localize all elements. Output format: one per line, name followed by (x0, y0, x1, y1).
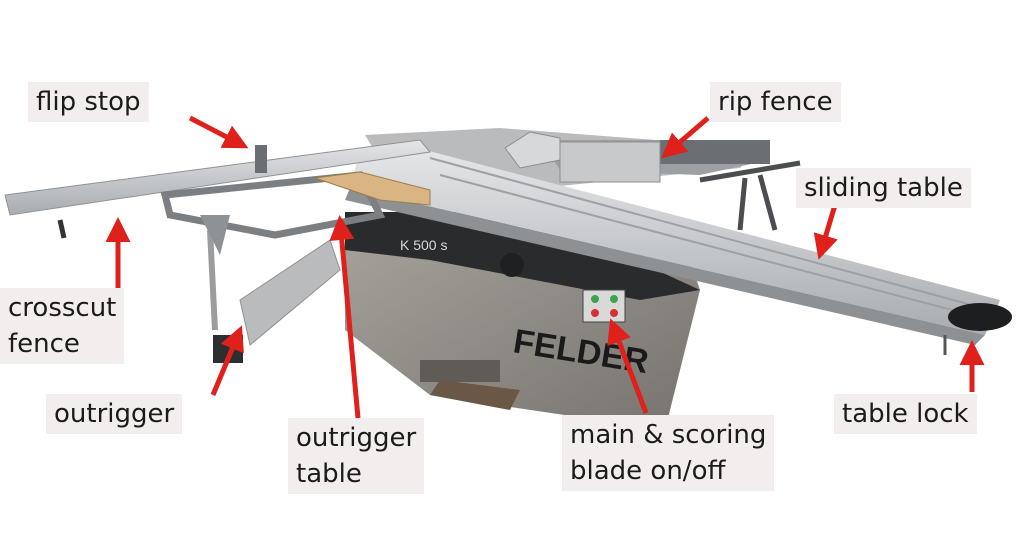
label-outrigger-table-line2: table (296, 459, 362, 489)
arrow-rip-fence (661, 116, 710, 159)
label-sliding-table: sliding table (796, 168, 971, 208)
label-flip-stop-text: flip stop (36, 87, 141, 117)
crosscut-fence (4, 139, 431, 239)
label-outrigger-table: outrigger table (288, 418, 425, 494)
label-main-scoring: main & scoring blade on/off (562, 415, 775, 491)
label-crosscut-fence-line2: fence (8, 329, 80, 359)
label-outrigger-text: outrigger (54, 399, 175, 429)
label-crosscut-fence-line1: crosscut (8, 293, 117, 323)
label-table-lock-text: table lock (842, 399, 969, 429)
annotation-arrows (105, 115, 985, 419)
arrow-outrigger-table (329, 215, 361, 419)
label-crosscut-fence: crosscut fence (0, 288, 125, 364)
label-main-scoring-line2: blade on/off (570, 456, 726, 486)
label-rip-fence-text: rip fence (718, 87, 833, 117)
control-panel (582, 289, 626, 323)
model-label: K 500 s (400, 237, 447, 253)
label-main-scoring-line1: main & scoring (570, 420, 767, 450)
label-outrigger: outrigger (46, 394, 183, 434)
blade-guard (504, 131, 661, 183)
arrow-sliding-table (813, 204, 838, 260)
table-lock (943, 303, 1012, 355)
label-sliding-table-text: sliding table (804, 173, 963, 203)
label-table-lock: table lock (834, 394, 977, 434)
sliding-table (345, 150, 1000, 345)
arrow-outrigger (210, 325, 244, 396)
label-rip-fence: rip fence (710, 82, 841, 122)
wood-board (314, 171, 431, 206)
label-flip-stop: flip stop (28, 82, 149, 122)
label-outrigger-table-line1: outrigger (296, 423, 417, 453)
arrow-flip-stop (188, 115, 249, 149)
arrow-main-scoring (607, 318, 649, 414)
